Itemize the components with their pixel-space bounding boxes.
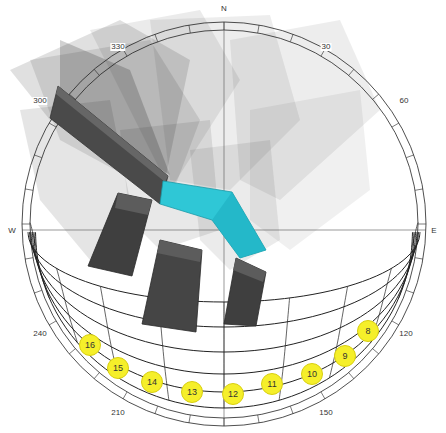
azimuth-tick xyxy=(373,94,379,99)
azimuth-tick xyxy=(415,258,423,259)
azimuth-tick xyxy=(373,349,379,354)
hour-marker: 15 xyxy=(107,357,129,379)
building-block xyxy=(142,240,202,332)
building-block xyxy=(88,193,152,276)
compass-label: 240 xyxy=(32,330,47,338)
azimuth-tick xyxy=(69,349,75,354)
compass-label: W xyxy=(7,227,17,235)
azimuth-tick xyxy=(94,373,99,379)
azimuth-tick xyxy=(258,415,259,423)
hour-number: 14 xyxy=(147,378,157,387)
hour-number: 12 xyxy=(228,390,238,399)
azimuth-tick xyxy=(349,69,354,75)
hour-marker: 16 xyxy=(79,334,101,356)
building-block xyxy=(224,258,266,326)
horizon-circle xyxy=(22,22,426,426)
date-arc xyxy=(28,232,420,302)
azimuth-tick xyxy=(392,321,399,325)
azimuth-tick xyxy=(418,224,426,225)
sun-path-grid xyxy=(22,22,426,426)
azimuth-tick xyxy=(406,290,414,293)
buildings xyxy=(50,86,266,332)
compass-label: 330 xyxy=(110,43,125,51)
building-roof xyxy=(115,193,152,215)
compass-label: E xyxy=(430,227,437,235)
hour-line xyxy=(30,223,36,248)
azimuth-tick xyxy=(392,123,399,127)
building-roof xyxy=(233,258,266,282)
compass-label: 210 xyxy=(110,409,125,417)
azimuth-tick xyxy=(94,69,99,75)
hour-line xyxy=(412,223,418,248)
azimuth-tick xyxy=(189,415,190,423)
hour-number: 9 xyxy=(342,352,347,361)
building-roof xyxy=(56,86,168,182)
hour-marker: 12 xyxy=(222,383,244,405)
azimuth-tick xyxy=(155,34,158,42)
hour-line xyxy=(399,246,416,298)
hour-number: 15 xyxy=(113,364,123,373)
hour-marker: 9 xyxy=(334,345,356,367)
hour-number: 8 xyxy=(365,327,370,336)
hour-marker: 14 xyxy=(141,371,163,393)
azimuth-tick xyxy=(34,155,42,158)
compass-label: 30 xyxy=(321,43,332,51)
building-roof xyxy=(157,240,202,262)
azimuth-tick xyxy=(49,123,56,127)
azimuth-tick xyxy=(49,321,56,325)
hour-marker: 13 xyxy=(181,381,203,403)
azimuth-tick xyxy=(123,392,127,399)
hour-number: 11 xyxy=(267,380,276,389)
compass-label: 300 xyxy=(32,97,47,105)
azimuth-tick xyxy=(34,290,42,293)
azimuth-tick xyxy=(224,22,225,30)
hour-number: 13 xyxy=(187,388,197,397)
hour-line xyxy=(57,268,78,342)
building-bar xyxy=(50,86,168,204)
azimuth-tick xyxy=(25,258,33,259)
azimuth-tick xyxy=(22,224,30,225)
hour-marker: 11 xyxy=(261,373,283,395)
hour-marker: 10 xyxy=(301,363,323,385)
azimuth-tick xyxy=(406,155,414,158)
compass-label: 60 xyxy=(399,97,410,105)
azimuth-tick xyxy=(155,406,158,414)
azimuth-tick xyxy=(290,34,293,42)
hour-number: 10 xyxy=(307,370,317,379)
azimuth-tick xyxy=(321,392,325,399)
azimuth-tick xyxy=(415,189,423,190)
compass-label: 150 xyxy=(318,409,333,417)
azimuth-tick xyxy=(258,25,259,33)
azimuth-tick xyxy=(189,25,190,33)
azimuth-tick xyxy=(25,189,33,190)
hour-line xyxy=(32,246,49,298)
azimuth-tick xyxy=(224,418,225,426)
hour-number: 16 xyxy=(85,341,95,350)
compass-label: 120 xyxy=(398,330,413,338)
azimuth-tick xyxy=(349,373,354,379)
hour-marker: 8 xyxy=(357,320,379,342)
compass-label: N xyxy=(220,5,228,13)
azimuth-tick xyxy=(290,406,293,414)
bridge-face xyxy=(212,192,266,258)
shadow-layer xyxy=(10,10,380,270)
